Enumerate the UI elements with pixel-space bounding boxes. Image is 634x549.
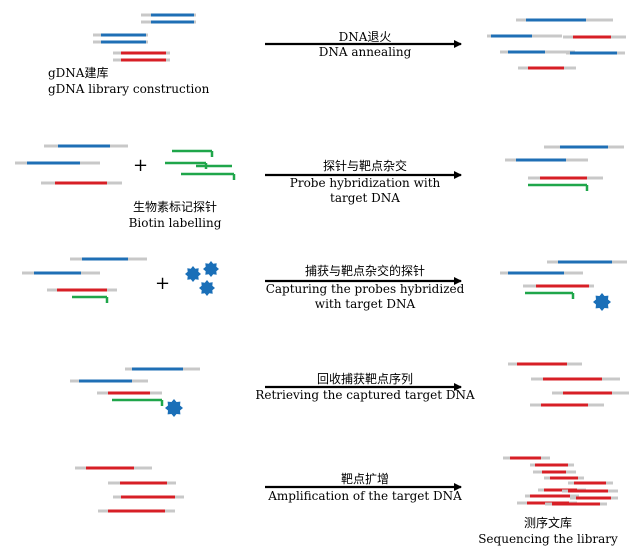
gdna-library-label-en: gDNA library construction [48,82,210,96]
step-annealing-zh: DNA退火 [338,30,392,44]
gdna-library-label-zh: gDNA建库 [48,66,109,80]
step-annealing-en: DNA annealing [318,45,412,59]
biotin-label-zh: 生物素标记探针 [132,200,218,214]
step-capture-zh: 捕获与靶点杂交的探针 [304,264,426,278]
streptavidin-bead-icon [593,293,611,311]
plus-sign-biotin: + [133,155,149,176]
plus-sign-beads: + [155,273,171,294]
streptavidin-bead-icon [165,399,183,417]
step-hybridization-en: Probe hybridization with target DNA [289,176,441,205]
step-amplify-zh: 靶点扩增 [340,472,390,486]
step-amplify-en: Amplification of the target DNA [268,489,462,503]
streptavidin-bead-icon [185,266,201,282]
step-retrieve-zh: 回收捕获靶点序列 [316,372,414,386]
biotin-label-en: Biotin labelling [128,216,222,230]
step-retrieve-en: Retrieving the captured target DNA [255,388,475,402]
seq-library-label-zh: 测序文库 [523,516,573,530]
step-capture-en: Capturing the probes hybridized with tar… [265,282,465,311]
streptavidin-bead-icon [199,280,215,296]
seq-library-label-en: Sequencing the library [478,532,618,546]
step-hybridization-zh: 探针与靶点杂交 [322,159,408,173]
streptavidin-bead-icon [203,261,219,277]
